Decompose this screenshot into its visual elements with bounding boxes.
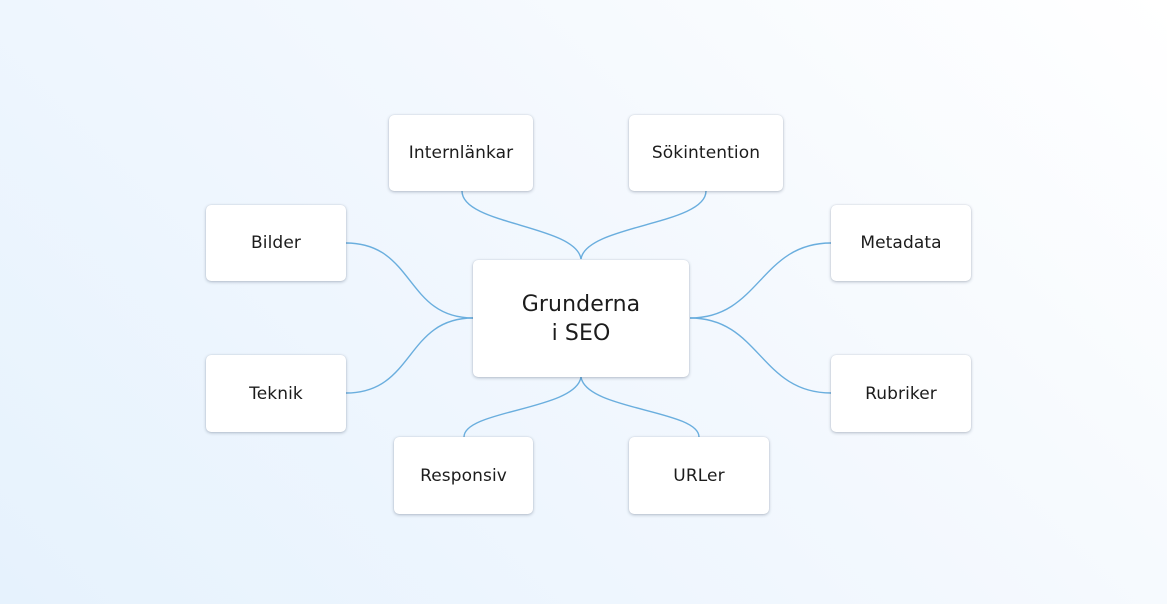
connector-urler <box>580 376 700 438</box>
node-teknik[interactable]: Teknik <box>206 355 346 432</box>
node-responsiv[interactable]: Responsiv <box>394 437 533 514</box>
central-node[interactable]: Grunderna i SEO <box>473 260 689 377</box>
node-bilder[interactable]: Bilder <box>206 205 346 281</box>
node-internlankar[interactable]: Internlänkar <box>389 115 533 191</box>
connector-sokintention <box>580 190 707 260</box>
node-label: Sökintention <box>651 143 761 163</box>
central-node-label: Grunderna i SEO <box>521 291 641 346</box>
node-label: Rubriker <box>865 383 937 404</box>
node-label: Metadata <box>860 233 942 253</box>
connector-rubriker <box>689 317 832 394</box>
node-rubriker[interactable]: Rubriker <box>831 355 971 432</box>
node-sokintention[interactable]: Sökintention <box>629 115 783 191</box>
connector-internlankar <box>461 190 582 260</box>
connector-teknik <box>345 317 474 394</box>
node-metadata[interactable]: Metadata <box>831 205 971 281</box>
connector-bilder <box>345 242 474 319</box>
connector-metadata <box>689 242 832 319</box>
node-label: Responsiv <box>420 465 507 486</box>
node-label: URLer <box>673 465 725 486</box>
node-urler[interactable]: URLer <box>629 437 769 514</box>
connector-responsiv <box>463 376 582 438</box>
node-label: Teknik <box>249 383 303 404</box>
node-label: Bilder <box>251 233 301 253</box>
node-label: Internlänkar <box>408 143 514 163</box>
